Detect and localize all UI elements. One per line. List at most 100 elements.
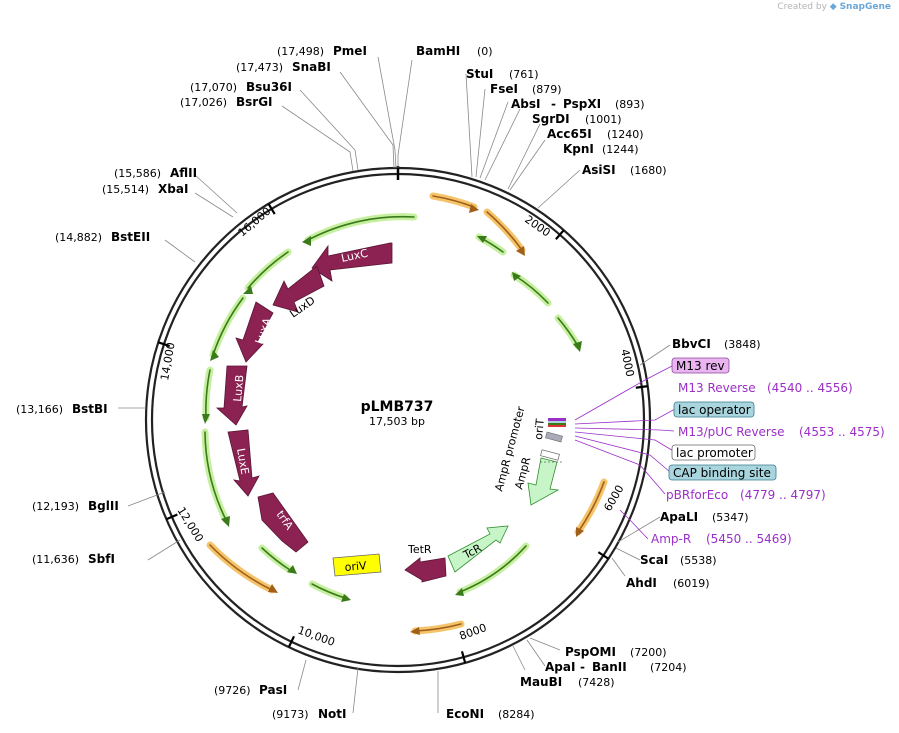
pbrforeco-label: pBRforEco [666, 488, 728, 502]
feature-labels: M13 rev M13 Reverse (4540 .. 4556) lac o… [651, 357, 885, 546]
site-pos: (11,636) [32, 553, 79, 566]
site-name: FseI [490, 82, 518, 96]
site-name-alt: - [551, 97, 556, 111]
site-pos: (1240) [607, 128, 644, 141]
site-name: ApaI [545, 660, 575, 674]
tick-label-12000: 12,000 [174, 505, 205, 545]
site-pos: (9173) [272, 708, 309, 721]
luxa-gene-arrow [235, 301, 274, 363]
site-name: Bsu36I [246, 80, 292, 94]
site-name: StuI [466, 67, 493, 81]
m13-rev-box [671, 357, 730, 374]
plasmid-length: 17,503 bp [369, 415, 425, 428]
site-pos: (7428) [578, 676, 615, 689]
snapgene-logo-icon: ◆ [829, 2, 837, 12]
site-name: SbfI [88, 552, 115, 566]
site-name: BbvCI [672, 337, 711, 351]
site-name: NotI [318, 707, 347, 721]
tick-mark [267, 203, 276, 215]
amp-r-label: Amp-R [651, 532, 691, 546]
orit-marker [545, 431, 563, 443]
site-pos: (9726) [214, 684, 251, 697]
site-name: BanII [592, 660, 627, 674]
orit-label: oriT [532, 418, 547, 440]
site-pos: (14,882) [55, 231, 102, 244]
tick-mark [460, 651, 467, 664]
site-name: KpnI [563, 142, 594, 156]
site-name: AsiSI [582, 163, 616, 177]
site-name: PmeI [333, 44, 367, 58]
tick-mark [157, 341, 171, 348]
lac-promoter-label: lac promoter [676, 446, 753, 460]
site-name: PspOMI [565, 645, 616, 659]
site-pos: (17,070) [190, 81, 237, 94]
luxe-label: LuxE [234, 447, 251, 475]
luxc-label: LuxC [340, 247, 370, 265]
m13-reverse-label: M13 Reverse [678, 381, 756, 395]
site-pos: (761) [509, 68, 539, 81]
snapgene-credit: Created by ◆ SnapGene [777, 2, 891, 12]
site-pos: (893) [615, 98, 645, 111]
luxd-gene-arrow [272, 265, 325, 313]
lac-operator-label: lac operator [678, 403, 751, 417]
m13-rev-label: M13 rev [676, 359, 725, 373]
oriv-label: oriV [344, 559, 367, 574]
site-pos: (12,193) [32, 500, 79, 513]
primer-arrows-green [201, 213, 582, 602]
plasmid-name: pLMB737 [361, 399, 434, 415]
luxc-gene-arrow [311, 242, 393, 282]
cap-binding-site-box [668, 464, 777, 481]
m13-reverse-range: (4540 .. 4556) [767, 381, 853, 395]
site-name: ScaI [640, 553, 668, 567]
gene-arrows [215, 242, 566, 583]
cap-binding-site-label: CAP binding site [673, 466, 771, 480]
tick-label-10000: 10,000 [296, 624, 337, 649]
site-name: Acc65I [547, 127, 592, 141]
tick-mark [287, 635, 295, 648]
site-name: PasI [259, 683, 287, 697]
tick-label-4000: 4000 [618, 348, 637, 378]
site-name: BsrGI [236, 95, 273, 109]
site-name: PspXI [563, 97, 601, 111]
site-pos: (0) [477, 45, 493, 58]
site-name: AbsI [511, 97, 540, 111]
feature-leader-lines [574, 365, 676, 540]
credit-brand: SnapGene [839, 2, 891, 12]
tick-mark [597, 551, 609, 560]
site-pos: (5347) [712, 511, 749, 524]
site-pos: (1001) [585, 113, 622, 126]
ampr-promoter-box [540, 449, 560, 461]
tetr-gene-arrow [404, 557, 447, 583]
luxb-label: LuxB [231, 374, 246, 402]
luxe-gene-arrow [227, 429, 260, 497]
lac-region-markers [548, 418, 566, 427]
site-name: XbaI [158, 182, 188, 196]
tick-mark [165, 513, 178, 521]
site-pos: (879) [532, 83, 562, 96]
site-name: BstBI [72, 402, 108, 416]
luxb-gene-arrow [215, 365, 248, 426]
amp-r-range: (5450 .. 5469) [706, 532, 792, 546]
tick-label-14000: 14,000 [158, 341, 177, 381]
lac-promoter-box [671, 444, 756, 461]
site-pos: (17,473) [236, 61, 283, 74]
site-name-alt: - [580, 660, 585, 674]
site-name: MauBI [520, 675, 562, 689]
site-pos: (1244) [602, 143, 639, 156]
credit-prefix: Created by [777, 2, 827, 12]
ampr-gene-arrow [527, 457, 560, 506]
tetr-label: TetR [407, 543, 432, 556]
tcr-gene-arrow [447, 525, 509, 573]
site-pos: (17,498) [277, 45, 324, 58]
tick-mark [555, 229, 565, 240]
lac-operator-box [673, 401, 755, 418]
site-name: SgrDI [532, 112, 570, 126]
site-pos: (5538) [680, 554, 717, 567]
site-name: BamHI [416, 44, 460, 58]
site-pos: (15,586) [114, 167, 161, 180]
tick-marks [157, 203, 648, 664]
site-pos: (1680) [630, 164, 667, 177]
m13-puc-reverse-range: (4553 .. 4575) [799, 425, 885, 439]
site-name: AflII [170, 166, 197, 180]
